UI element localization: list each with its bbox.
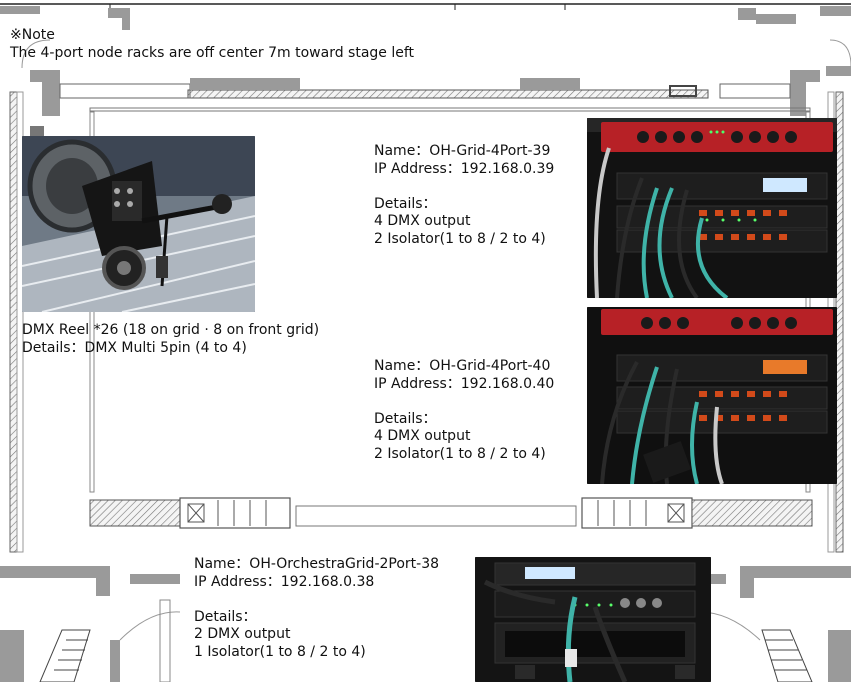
node-40-ip: IP Address：192.168.0.40 <box>374 375 555 392</box>
wall-top-band <box>59 78 811 112</box>
node-39-name: Name：OH-Grid-4Port-39 <box>374 143 551 159</box>
node-38-rack-photo <box>475 557 711 682</box>
node-38-info: Name：OH-OrchestraGrid-2Port-38 IP Addres… <box>194 556 440 661</box>
node-39-output: 4 DMX output <box>374 213 471 229</box>
note-block: ※Note The 4-port node racks are off cent… <box>10 27 414 62</box>
dmx-reel-photo <box>22 136 255 312</box>
node-40-output: 4 DMX output <box>374 428 471 444</box>
note-mark: ※Note <box>10 27 55 43</box>
node-40-rack-photo <box>587 307 837 484</box>
node-38-output: 2 DMX output <box>194 626 291 642</box>
stairs-right <box>761 629 851 682</box>
node-38-name: Name：OH-OrchestraGrid-2Port-38 <box>194 556 440 572</box>
node-38-ip: IP Address：192.168.0.38 <box>194 573 375 590</box>
stairs-left <box>0 629 91 682</box>
dmx-reel-details: Details：DMX Multi 5pin (4 to 4) <box>22 339 247 356</box>
node-39-ip: IP Address：192.168.0.39 <box>374 160 555 177</box>
node-40-info: Name：OH-Grid-4Port-40 IP Address：192.168… <box>374 358 554 463</box>
node-39-rack-photo <box>587 118 837 298</box>
wall-stage-front <box>89 497 813 529</box>
node-38-isolator: 1 Isolator(1 to 8 / 2 to 4) <box>194 643 366 660</box>
wall-top-left <box>0 6 130 116</box>
dmx-reel-caption: DMX Reel *26 (18 on grid · 8 on front gr… <box>22 322 319 357</box>
node-39-info: Name：OH-Grid-4Port-39 IP Address：192.168… <box>374 143 554 248</box>
node-39-isolator: 2 Isolator(1 to 8 / 2 to 4) <box>374 230 546 247</box>
node-39-details-label: Details： <box>374 195 437 212</box>
node-40-details-label: Details： <box>374 410 437 427</box>
node-40-isolator: 2 Isolator(1 to 8 / 2 to 4) <box>374 445 546 462</box>
node-38-details-label: Details： <box>194 608 257 625</box>
node-40-name: Name：OH-Grid-4Port-40 <box>374 358 551 374</box>
dmx-reel-count: DMX Reel *26 (18 on grid · 8 on front gr… <box>22 322 320 338</box>
note-text: The 4-port node racks are off center 7m … <box>10 44 415 61</box>
